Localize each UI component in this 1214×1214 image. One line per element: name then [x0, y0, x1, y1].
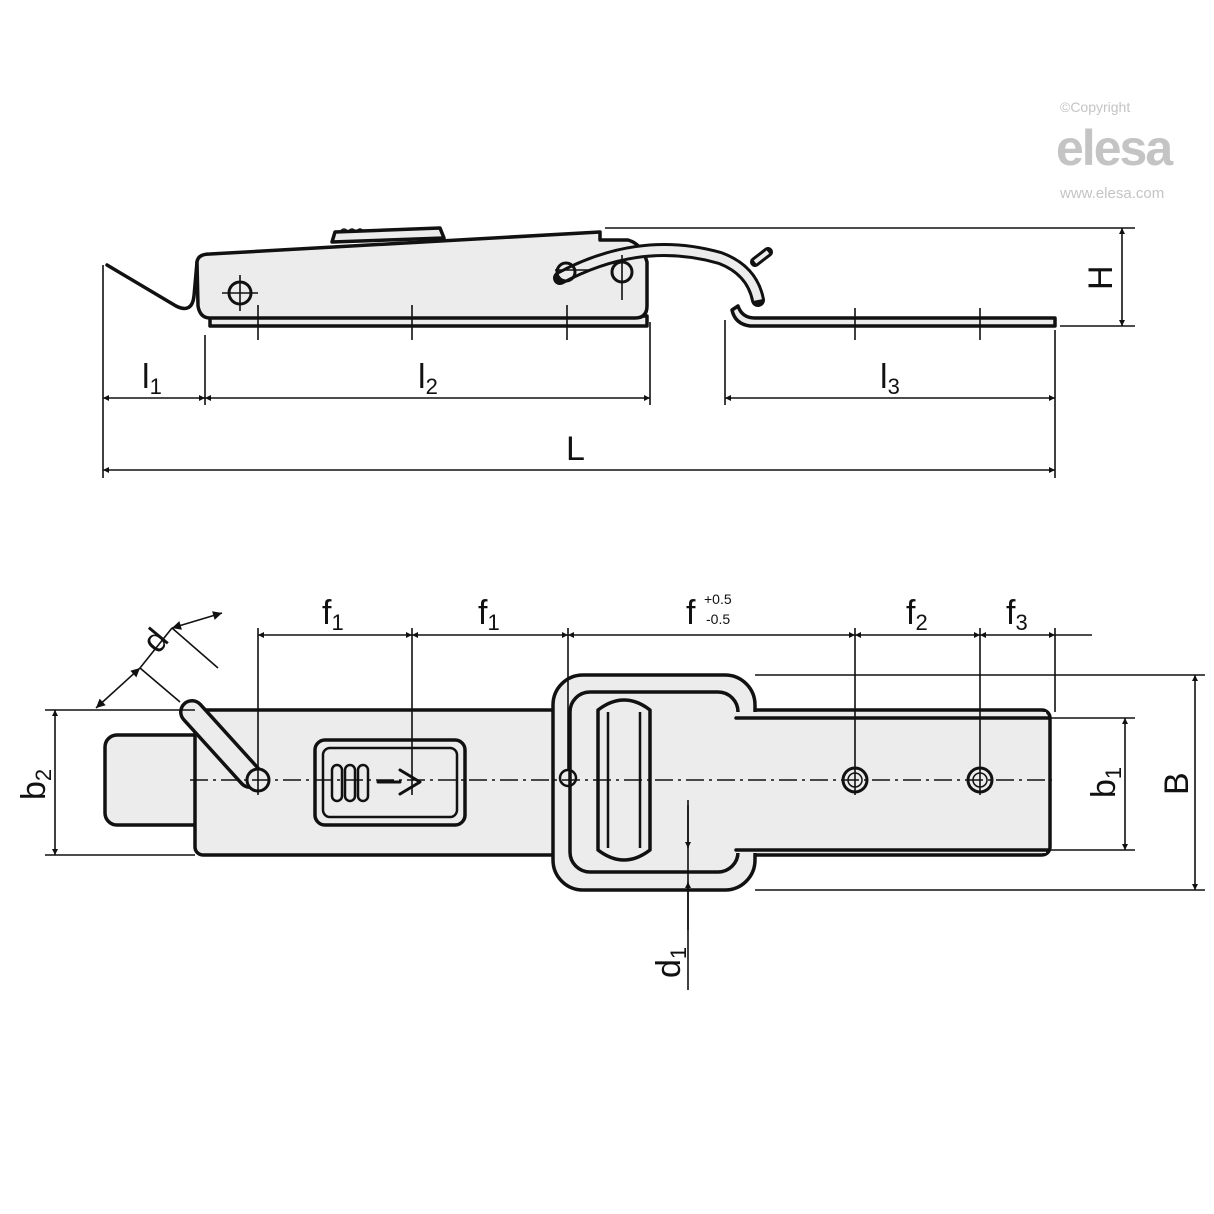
label-b1: b1: [1085, 767, 1126, 798]
side-view: l1 l2 l3 L H: [102, 226, 1135, 478]
dim-d: [171, 611, 223, 630]
url-text: www.elesa.com: [1059, 185, 1164, 202]
label-f1: f1: [322, 594, 344, 635]
label-B: B: [1158, 772, 1196, 795]
elesa-watermark: ©Copyright elesa www.elesa.com: [1056, 99, 1176, 202]
tolerance-upper: +0.5: [704, 591, 732, 607]
label-f: f: [686, 594, 696, 632]
label-f2: f2: [906, 594, 928, 635]
tolerance-lower: -0.5: [706, 611, 730, 627]
label-H: H: [1082, 265, 1120, 290]
label-l1: l1: [142, 358, 162, 399]
label-l3: l3: [880, 358, 900, 399]
label-f1: f1: [478, 594, 500, 635]
hook: [105, 260, 199, 311]
slider: [330, 226, 446, 244]
label-b2: b2: [15, 769, 56, 800]
keeper-plate: [730, 304, 1057, 328]
top-view: f1 f1 f +0.5 -0.5 f2 f3 d b2 b1 B d1: [15, 591, 1205, 990]
elesa-logo: elesa: [1056, 120, 1174, 176]
label-d: d: [135, 621, 176, 660]
label-f3: f3: [1006, 594, 1028, 635]
label-L: L: [566, 430, 585, 468]
latch-body: [195, 230, 649, 320]
label-l2: l2: [418, 358, 438, 399]
copyright-text: ©Copyright: [1060, 99, 1130, 115]
arrow-icon: [376, 768, 422, 796]
label-d1: d1: [650, 947, 691, 978]
